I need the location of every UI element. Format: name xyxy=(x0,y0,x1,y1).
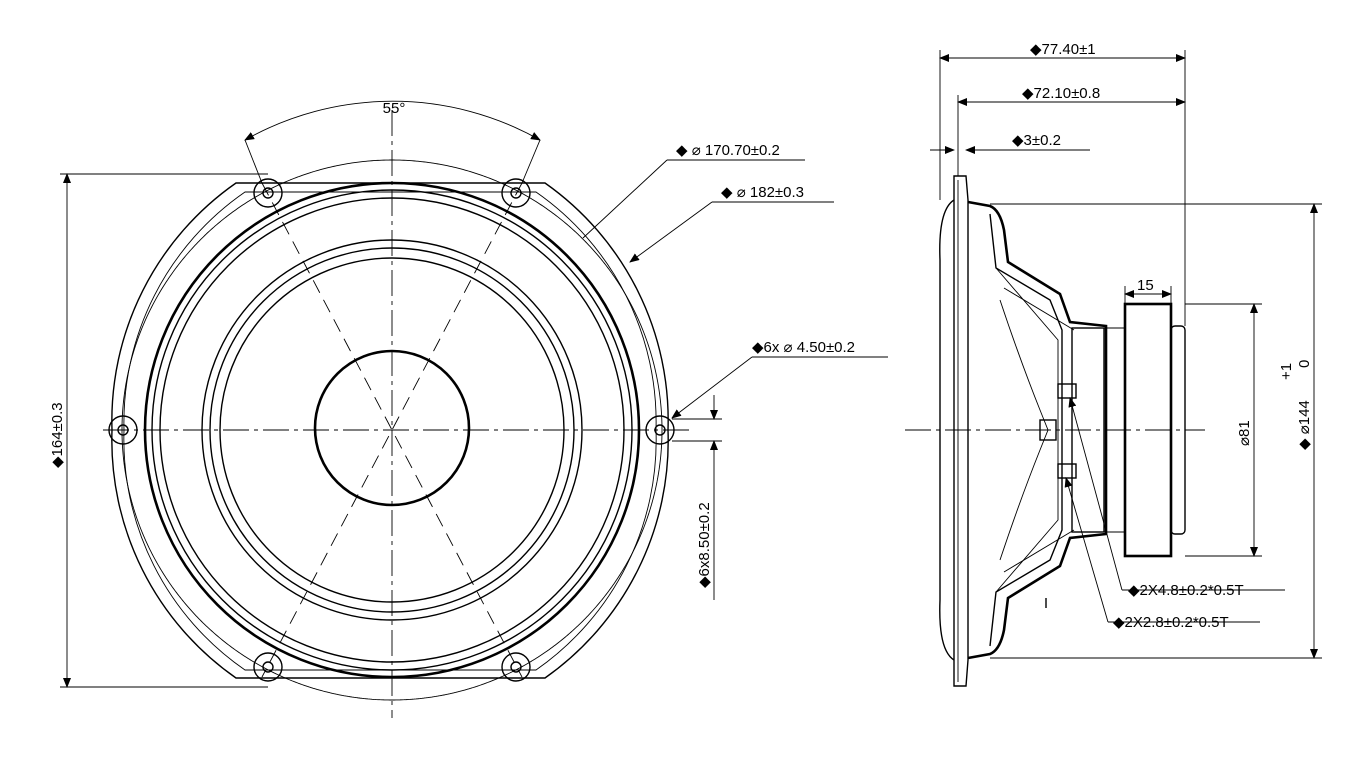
diagonal-center-line xyxy=(261,182,523,678)
diagonal-center-line xyxy=(261,182,523,678)
mounting-hole xyxy=(501,178,531,208)
magnet-width-label: 15 xyxy=(1137,277,1154,294)
terminal-small xyxy=(1057,463,1077,479)
mounting-hole-inner xyxy=(510,187,522,199)
total-depth-label: ◆77.40±1 xyxy=(1030,41,1096,58)
leader-terminal-large xyxy=(1068,397,1123,591)
mounting-hole xyxy=(253,652,283,682)
angle-extension xyxy=(521,139,541,184)
mounting-hole-inner xyxy=(510,661,522,673)
cutout-tolerance-zero: 0 xyxy=(1296,360,1313,368)
cutout-label: ◆ ⌀144 xyxy=(1296,400,1313,450)
terminal-large-label: ◆2X4.8±0.2*0.5T xyxy=(1128,582,1244,599)
leader-inner-diameter xyxy=(582,159,668,239)
leader-holes xyxy=(671,356,753,419)
terminal-small-label: ◆2X2.8±0.2*0.5T xyxy=(1113,614,1229,631)
basket-inner xyxy=(989,213,1063,647)
holes-label: ◆6x ⌀ 4.50±0.2 xyxy=(752,339,855,356)
terminal-large xyxy=(1057,383,1077,399)
outer-diameter-label: ◆ ⌀ 182±0.3 xyxy=(721,184,804,201)
side-view: ◆77.40±1 ◆72.10±0.8 ◆3±0.2 15 ⌀81 ◆ ⌀144… xyxy=(905,41,1322,687)
mounting-hole-inner xyxy=(262,661,274,673)
front-view: 55° ◆ ⌀ 170.70±0.2 ◆ ⌀ 182±0.3 ◆6x ⌀ 4.5… xyxy=(49,100,888,718)
depth-label: ◆72.10±0.8 xyxy=(1022,85,1100,102)
mounting-hole-inner xyxy=(262,187,274,199)
angle-arc xyxy=(244,100,541,141)
basket-rib-2 xyxy=(1003,287,1075,573)
frame-outline xyxy=(111,182,669,679)
flange-label: ◆3±0.2 xyxy=(1012,132,1061,149)
leader-terminal-small xyxy=(1064,477,1109,623)
inner-diameter-label: ◆ ⌀ 170.70±0.2 xyxy=(676,142,780,159)
mounting-hole xyxy=(501,652,531,682)
angle-extension xyxy=(244,139,263,184)
mounting-hole xyxy=(253,178,283,208)
hole-spacing-label: ◆6x8.50±0.2 xyxy=(696,502,713,588)
flange xyxy=(953,175,969,687)
frame-inner-outline xyxy=(123,191,657,671)
magnet-diameter-label: ⌀81 xyxy=(1236,420,1253,446)
height-label: ◆164±0.3 xyxy=(49,402,66,468)
angle-label: 55° xyxy=(383,100,406,117)
cutout-tolerance-plus: +1 xyxy=(1278,363,1295,380)
leader-outer-diameter xyxy=(629,201,713,263)
